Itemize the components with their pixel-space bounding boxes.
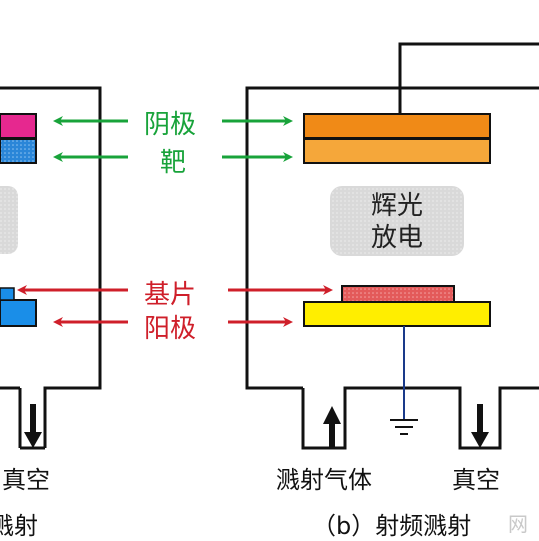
caption-right: （b）射频溅射 [312,512,472,540]
right-anode-plate [303,301,491,327]
ground-icon [390,326,418,435]
label-glow-discharge: 辉光 放电 [330,190,464,254]
label-anode: 阳极 [144,314,197,344]
right-chamber [245,86,539,450]
watermark: 网 [508,512,528,536]
rf-feed-wire [398,42,539,114]
label-vacuum-left: 真空 [2,466,50,494]
label-cathode: 阴极 [144,110,197,140]
label-vacuum-right: 真空 [452,466,500,494]
left-target-magenta [0,113,37,139]
right-vacuum-arrow-icon [471,404,489,448]
left-anode-blue [0,299,37,327]
right-target-plate [303,138,491,164]
left-vacuum-arrow-icon [24,404,42,448]
gas-inlet-arrow-icon [323,406,341,448]
glow-discharge-region [330,186,464,256]
label-target: 靶 [160,148,187,178]
left-substrate-blue [0,287,15,301]
label-glow-line2: 放电 [370,223,423,253]
label-substrate: 基片 [144,280,197,310]
label-sputter-gas: 溅射气体 [276,466,372,494]
left-target-blue [0,138,37,164]
right-cathode-plate [303,113,491,139]
caption-left: 溅射 [0,512,38,540]
label-glow-line1: 辉光 [370,191,423,221]
left-chamber [0,86,102,450]
left-glow-region [0,186,18,254]
right-substrate [341,285,455,303]
